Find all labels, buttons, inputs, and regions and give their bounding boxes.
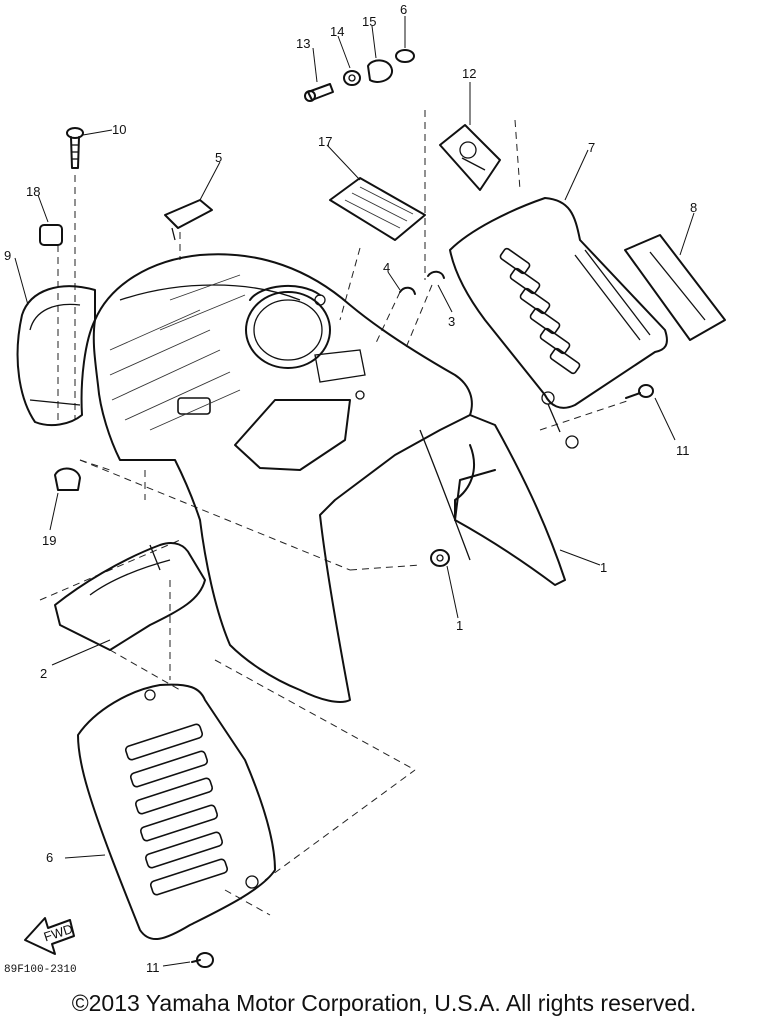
- callout-8: 8: [690, 200, 697, 215]
- callout-3: 3: [448, 314, 455, 329]
- part-2-under-cover: [54, 542, 206, 651]
- callout-1-mid: 1: [456, 618, 463, 633]
- callout-2: 2: [40, 666, 47, 681]
- callout-18: 18: [26, 184, 40, 199]
- callout-5: 5: [215, 150, 222, 165]
- callout-1-right: 1: [600, 560, 607, 575]
- callout-4: 4: [383, 260, 390, 275]
- part-11-screws: [191, 384, 654, 968]
- part-7-vent-panel: [449, 197, 668, 449]
- callout-9: 9: [4, 248, 11, 263]
- callout-leaders: [14, 16, 695, 967]
- callout-13: 13: [296, 36, 310, 51]
- drawing-code: 89F100-2310: [4, 964, 77, 976]
- callout-7: 7: [588, 140, 595, 155]
- callout-17: 17: [318, 134, 332, 149]
- callout-10: 10: [112, 122, 126, 137]
- part-10-bolt: [66, 127, 84, 169]
- vent-slots-6: [124, 723, 229, 896]
- fwd-arrow: FWD: [24, 917, 75, 955]
- callout-14: 14: [330, 24, 344, 39]
- part-18-grommet: [39, 224, 63, 246]
- parts-13-16-hardware: [304, 49, 415, 102]
- part-5-clip: [164, 199, 213, 241]
- part-1-front-fender: [92, 253, 566, 703]
- callout-6-bottom: 6: [46, 850, 53, 865]
- callout-19: 19: [42, 533, 56, 548]
- part-12-bracket: [439, 124, 501, 191]
- callout-12: 12: [462, 66, 476, 81]
- assembly-guide-lines: [39, 110, 631, 916]
- part-9-side-cover: [16, 285, 96, 427]
- part-6-lower-vent-panel: [77, 683, 276, 940]
- part-17-label: [329, 177, 426, 241]
- copyright-notice: ©2013 Yamaha Motor Corporation, U.S.A. A…: [71, 990, 697, 1016]
- callout-15: 15: [362, 14, 376, 29]
- callout-11-bottom: 11: [146, 960, 160, 975]
- part-19-clip: [54, 467, 81, 491]
- vent-slots-7: [499, 247, 581, 375]
- part-8-strip: [624, 234, 726, 341]
- callout-labels: 13 14 15 6 12 10 17 7 5 18 8 9 4 3 11 1 …: [4, 2, 697, 975]
- callout-6-top: 6: [400, 2, 407, 17]
- parts-diagram: FWD 13 14 15 6 12 10 17 7 5 18: [4, 2, 726, 975]
- parts-3-4-caps: [399, 270, 445, 295]
- callout-11-right: 11: [676, 443, 690, 458]
